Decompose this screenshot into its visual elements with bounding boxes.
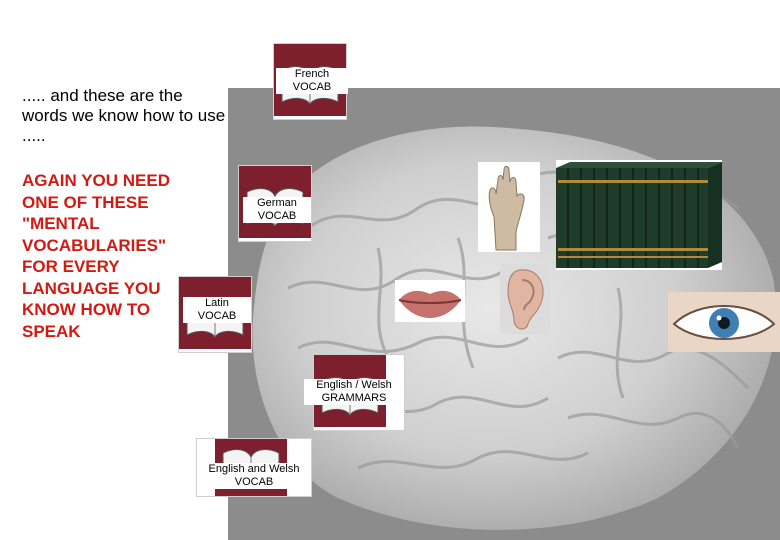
ear-icon	[507, 269, 544, 330]
hand-icon	[488, 165, 525, 251]
mental-vocabularies-heading: AGAIN YOU NEED ONE OF THESE "MENTAL VOCA…	[22, 171, 170, 341]
lips-image	[395, 280, 465, 322]
german-vocab-card: German VOCAB	[238, 165, 312, 242]
eye-image	[668, 292, 780, 352]
grammars-card: English / Welsh GRAMMARS	[304, 354, 405, 431]
german-vocab-label: German VOCAB	[243, 197, 311, 223]
latin-vocab-label: Latin VOCAB	[183, 297, 251, 323]
grammars-label: English / Welsh GRAMMARS	[304, 379, 404, 405]
english-welsh-vocab-card: English and Welsh VOCAB	[196, 438, 312, 497]
latin-vocab-card: Latin VOCAB	[178, 276, 252, 353]
english-welsh-vocab-label: English and Welsh VOCAB	[197, 463, 311, 489]
french-vocab-label: French VOCAB	[276, 68, 348, 94]
encyclopedia-books-icon	[556, 162, 722, 268]
encyclopedia-image	[556, 160, 722, 270]
ear-image	[500, 264, 550, 334]
lips-icon	[398, 290, 462, 318]
eye-icon	[672, 305, 776, 340]
french-vocab-card: French VOCAB	[273, 43, 348, 120]
intro-text: ..... and these are the words we know ho…	[22, 86, 226, 145]
hand-image	[478, 162, 540, 252]
